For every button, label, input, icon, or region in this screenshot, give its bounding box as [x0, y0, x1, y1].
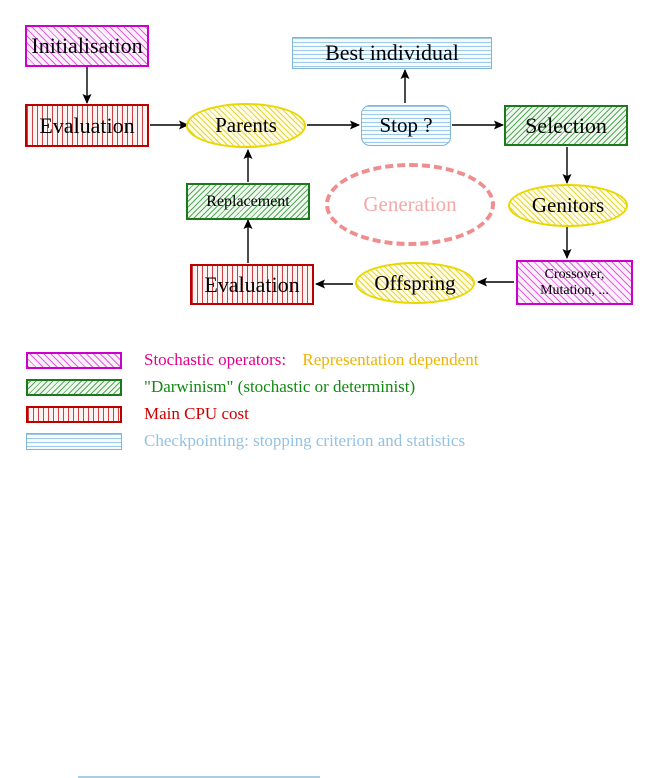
node-parents[interactable]: Parents: [186, 103, 306, 148]
node-generation: Generation: [325, 163, 495, 246]
node-parents-label: Parents: [215, 113, 277, 138]
legend-label-checkpointing: Checkpointing: stopping criterion and st…: [144, 431, 466, 450]
node-genitors-label: Genitors: [531, 193, 605, 218]
node-initialisation-label: Initialisation: [31, 33, 143, 59]
node-selection[interactable]: Selection: [504, 105, 628, 146]
node-stop-label: Stop ?: [379, 113, 433, 138]
node-stop[interactable]: Stop ?: [361, 105, 451, 146]
legend: Stochastic operators: Representation dep…: [0, 335, 662, 778]
node-evaluation-bottom[interactable]: Evaluation: [190, 264, 314, 305]
node-generation-label: Generation: [363, 192, 457, 216]
node-genitors[interactable]: Genitors: [508, 184, 628, 227]
legend-label-darwinism: "Darwinism" (stochastic or determinist): [144, 377, 416, 396]
node-replacement[interactable]: Replacement: [186, 183, 310, 220]
legend-label-representation-dependent: Representation dependent: [302, 350, 479, 369]
legend-swatch-magenta-diagonal-hatch: [26, 351, 122, 369]
legend-row-checkpointing: Checkpointing: stopping criterion and st…: [0, 428, 662, 454]
legend-swatch-red-vertical-hatch: [26, 405, 122, 423]
node-evaluation-bottom-label: Evaluation: [204, 271, 300, 297]
legend-swatch-green-diagonal-hatch: [26, 378, 122, 396]
legend-row-darwinism: "Darwinism" (stochastic or determinist): [0, 374, 662, 400]
legend-label-stochastic-operators: Stochastic operators:: [144, 350, 287, 369]
legend-row-main-cpu-cost: Main CPU cost: [0, 401, 662, 427]
node-initialisation[interactable]: Initialisation: [25, 25, 149, 67]
node-crossover-mutation[interactable]: Crossover, Mutation, ...: [516, 260, 633, 305]
legend-swatch-blue-horizontal-hatch: [26, 432, 122, 450]
legend-label-main-cpu-cost: Main CPU cost: [144, 404, 249, 423]
node-replacement-label: Replacement: [206, 192, 290, 210]
node-crossover-label-line1: Crossover,: [544, 267, 605, 283]
node-crossover-label-line2: Mutation, ...: [540, 282, 609, 298]
node-evaluation-top-label: Evaluation: [39, 112, 135, 138]
legend-row-stochastic-operators: Stochastic operators: Representation dep…: [0, 347, 662, 373]
flowchart-canvas: Initialisation Evaluation Parents Best i…: [0, 25, 662, 778]
node-best-individual-label: Best individual: [325, 40, 459, 66]
node-selection-label: Selection: [525, 112, 607, 138]
node-offspring[interactable]: Offspring: [355, 262, 475, 304]
node-best-individual[interactable]: Best individual: [292, 37, 492, 69]
node-offspring-label: Offspring: [374, 270, 456, 295]
node-evaluation-top[interactable]: Evaluation: [25, 104, 149, 147]
